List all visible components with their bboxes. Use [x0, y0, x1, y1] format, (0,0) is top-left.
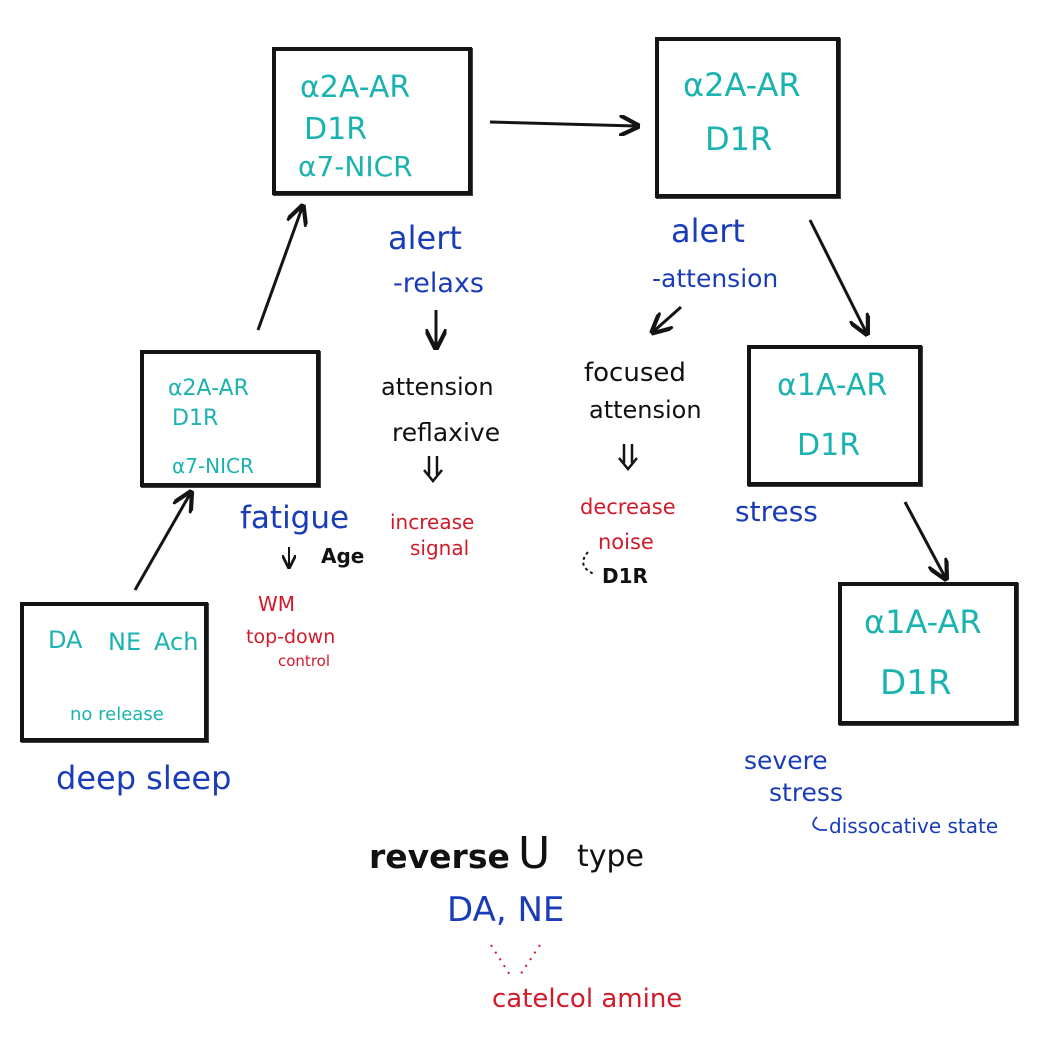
receptor-d1r: D1R	[705, 120, 773, 158]
arrow-sleep-to-fatigue	[133, 494, 190, 591]
box-fatigue-receptors: α2A-AR D1R α7-NICR	[140, 350, 320, 487]
label-deep-sleep: deep sleep	[56, 759, 232, 797]
box-alert-relax-receptors: α2A-AR D1R α7-NICR	[272, 47, 472, 195]
double-arrow-focused	[618, 444, 638, 471]
label-u: U	[518, 828, 551, 879]
dotted-arrow-d1r	[582, 551, 595, 575]
double-arrow-reflexive	[423, 456, 443, 483]
label-increase: increase	[390, 510, 475, 534]
label-stress: stress	[735, 495, 818, 528]
receptor-a7-nicr: α7-NICR	[172, 454, 254, 478]
label-focused: focused	[584, 358, 686, 388]
transmitter-ne: NE	[108, 628, 142, 656]
receptor-a1a-ar: α1A-AR	[777, 368, 888, 403]
hook-arrow-dissociative	[812, 816, 827, 831]
receptor-d1r: D1R	[797, 428, 861, 463]
receptor-a1a-ar: α1A-AR	[864, 603, 982, 641]
arrow-attention-down	[654, 305, 682, 331]
box-severe-stress-receptors: α1A-AR D1R	[838, 582, 1018, 725]
box-deep-sleep: DA NE Ach no release	[20, 602, 208, 742]
label-signal: signal	[410, 536, 470, 560]
label-noise: noise	[598, 530, 654, 554]
label-top-down: top-down	[246, 626, 336, 648]
label-attension-focused: attension	[589, 396, 702, 424]
label-reverse: reverse	[369, 837, 510, 876]
box-stress-receptors: α1A-AR D1R	[747, 345, 922, 486]
label-relaxs: -relaxs	[393, 268, 484, 299]
transmitter-da: DA	[48, 626, 83, 654]
arrow-relax-to-attention	[489, 122, 636, 126]
label-type: type	[577, 839, 645, 874]
receptor-d1r: D1R	[880, 663, 952, 703]
no-release-note: no release	[70, 704, 164, 725]
label-decrease: decrease	[580, 495, 676, 519]
label-control: control	[278, 652, 330, 670]
label-attension: -attension	[652, 264, 779, 293]
transmitter-ach: Ach	[154, 628, 199, 656]
receptor-a7-nicr: α7-NICR	[298, 150, 413, 183]
label-da-ne: DA, NE	[447, 890, 565, 930]
label-alert: alert	[388, 219, 462, 257]
label-wm: WM	[258, 592, 296, 616]
label-dissocative-state: dissocative state	[829, 814, 999, 838]
receptor-a2a-ar: α2A-AR	[168, 376, 249, 401]
box-alert-attention-receptors: α2A-AR D1R	[655, 37, 840, 198]
arrow-fatigue-to-relax	[256, 208, 302, 331]
receptor-d1r: D1R	[172, 406, 219, 431]
label-alert: alert	[671, 212, 745, 250]
label-severe: severe	[744, 746, 828, 775]
label-catecholamine: catelcol amine	[492, 984, 683, 1014]
receptor-a2a-ar: α2A-AR	[683, 66, 801, 104]
label-attension-process: attension	[381, 373, 494, 401]
label-fatigue: fatigue	[240, 500, 350, 536]
label-severe-stress: stress	[769, 778, 843, 807]
label-d1r-note: D1R	[602, 564, 648, 588]
label-age: Age	[321, 544, 365, 568]
arrow-attention-to-stress	[808, 219, 866, 332]
receptor-a2a-ar: α2A-AR	[300, 70, 411, 105]
label-reflaxive: reflaxive	[392, 418, 501, 447]
arrow-stress-to-severe	[903, 501, 945, 577]
dotted-lines-catecholamine	[490, 944, 541, 976]
receptor-d1r: D1R	[304, 112, 368, 147]
